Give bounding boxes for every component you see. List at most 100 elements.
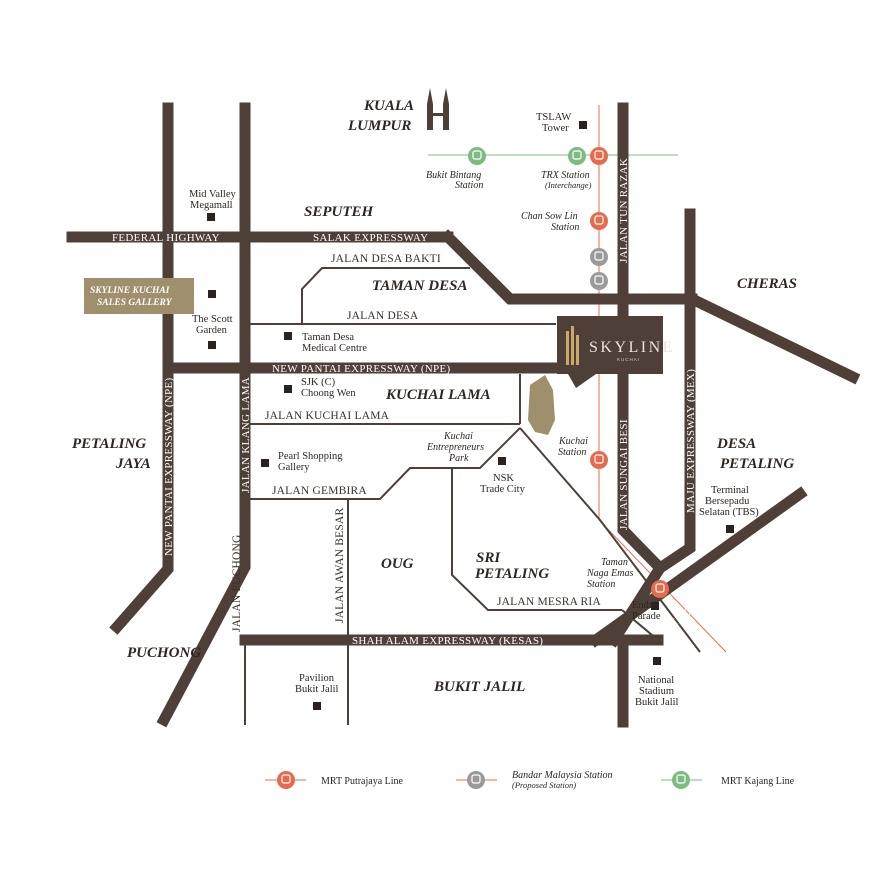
- station-trx-line1: TRX Station: [541, 170, 590, 181]
- site-parcel-icon: [528, 375, 555, 435]
- gallery-line2: SALES GALLERY: [97, 298, 173, 308]
- train-icon: [672, 771, 690, 789]
- square-marker-icon: [653, 657, 661, 665]
- label-jalan-desa: JALAN DESA: [347, 310, 419, 322]
- area-kuchai-lama: KUCHAI LAMA: [385, 387, 491, 403]
- area-bukit-jalil: BUKIT JALIL: [433, 679, 525, 695]
- gallery-line1: SKYLINE KUCHAI: [90, 286, 170, 296]
- square-marker-icon: [208, 341, 216, 349]
- legend-bandar-line2: (Proposed Station): [512, 780, 576, 790]
- area-sri-petaling: PETALING: [475, 566, 549, 582]
- poi-tbs-line1: Terminal: [711, 485, 749, 496]
- poi-pavilion-line2: Bukit Jalil: [295, 684, 339, 695]
- train-icon: [590, 272, 608, 290]
- road-npe-vertical: [109, 102, 174, 635]
- train-icon: [590, 212, 608, 230]
- station-chansowlin-line1: Chan Sow Lin: [521, 211, 578, 222]
- poi-pearl-line1: Pearl Shopping: [278, 451, 343, 462]
- label-npe-vertical: NEW PANTAI EXPRESSWAY (NPE): [163, 378, 175, 556]
- road-desa-bakti: [301, 267, 470, 324]
- road-cheras-diagonal: [684, 291, 861, 385]
- poi-kep-line1: Kuchai: [443, 431, 473, 442]
- logo-sub: KUCHAI: [617, 357, 640, 362]
- legend: MRT Putrajaya Line Bandar Malaysia Stati…: [265, 770, 795, 790]
- road-east-link: [519, 427, 701, 653]
- square-marker-icon: [651, 602, 659, 610]
- poi-endah-line1: Endah: [632, 600, 660, 611]
- label-federal-highway: FEDERAL HIGHWAY: [112, 232, 220, 244]
- label-jalan-gembira: JALAN GEMBIRA: [272, 485, 367, 497]
- poi-stadium-line2: Stadium: [639, 686, 674, 697]
- station-naga-line1: Taman: [601, 557, 628, 568]
- train-icon: [568, 147, 586, 165]
- train-icon: [277, 771, 295, 789]
- skyline-logo: SKYLINE KUCHAI: [557, 316, 675, 388]
- legend-putrajaya: MRT Putrajaya Line: [321, 776, 404, 787]
- label-kesas: SHAH ALAM EXPRESSWAY (KESAS): [352, 635, 543, 647]
- station-bintang-line1: Bukit Bintang: [426, 170, 481, 181]
- station-chansowlin-line2: Station: [551, 222, 579, 233]
- poi-pavilion-line1: Pavilion: [299, 673, 335, 684]
- poi-tdmc-line2: Medical Centre: [302, 343, 367, 354]
- road-salak-cheras: [440, 229, 698, 305]
- legend-bandar-line1: Bandar Malaysia Station: [512, 770, 613, 781]
- area-seputeh: SEPUTEH: [304, 204, 375, 220]
- poi-pearl-line2: Gallery: [278, 462, 310, 473]
- poi-stadium-line3: Bukit Jalil: [635, 697, 679, 708]
- area-sri: SRI: [476, 550, 501, 566]
- poi-kep-line2: Entrepreneurs: [426, 442, 484, 453]
- label-npe: NEW PANTAI EXPRESSWAY (NPE): [272, 363, 450, 375]
- train-icon: [590, 248, 608, 266]
- train-icon: [590, 451, 608, 469]
- label-jalan-mesra-ria: JALAN MESRA RIA: [497, 596, 601, 608]
- area-petaling: PETALING: [72, 436, 146, 452]
- label-klang-lama: JALAN KLANG LAMA: [240, 377, 252, 493]
- road-mex-to-kesas-link: [621, 609, 659, 641]
- poi-stadium-line1: National: [638, 675, 674, 686]
- poi-endah-line2: Parade: [632, 611, 661, 622]
- area-lumpur: LUMPUR: [347, 118, 411, 134]
- poi-markers: [207, 121, 734, 710]
- poi-tbs-line2: Bersepadu: [705, 496, 750, 507]
- label-salak-expressway: SALAK EXPRESSWAY: [313, 232, 428, 244]
- label-jalan-awan-besar: JALAN AWAN BESAR: [334, 508, 346, 623]
- station-bintang-line2: Station: [455, 180, 483, 191]
- poi-sjk-line1: SJK (C): [301, 377, 336, 388]
- station-kuchai-line1: Kuchai: [558, 436, 588, 447]
- petronas-towers-icon: [427, 88, 449, 130]
- station-kuchai-line2: Station: [558, 447, 586, 458]
- road-network: [66, 102, 861, 728]
- poi-scott-line1: The Scott: [192, 314, 233, 325]
- area-oug: OUG: [381, 556, 414, 572]
- square-marker-icon: [261, 459, 269, 467]
- train-icon: [590, 147, 608, 165]
- label-sungai-besi: JALAN SUNGAI BESI: [618, 419, 630, 530]
- label-jalan-desa-bakti: JALAN DESA BAKTI: [331, 253, 441, 265]
- square-marker-icon: [284, 385, 292, 393]
- poi-kep-line3: Park: [448, 453, 469, 464]
- secondary-roads: [244, 267, 701, 725]
- poi-midvalley-line1: Mid Valley: [189, 189, 237, 200]
- legend-kajang: MRT Kajang Line: [721, 776, 795, 787]
- area-puchong: PUCHONG: [127, 645, 201, 661]
- area-desa: DESA: [716, 436, 756, 452]
- sales-gallery-box: SKYLINE KUCHAI SALES GALLERY: [84, 278, 194, 314]
- poi-nsk-line1: NSK: [493, 473, 514, 484]
- train-icon: [468, 147, 486, 165]
- poi-midvalley-line2: Megamall: [190, 200, 233, 211]
- station-trx-line2: (Interchange): [545, 180, 592, 190]
- poi-tslaw-line1: TSLAW: [536, 112, 571, 123]
- square-marker-icon: [208, 290, 216, 298]
- area-kuala: KUALA: [363, 98, 414, 114]
- poi-sjk-line2: Choong Wen: [301, 388, 356, 399]
- logo-name: SKYLINE: [589, 339, 675, 356]
- square-marker-icon: [579, 121, 587, 129]
- square-marker-icon: [498, 457, 506, 465]
- skyline-building-icon: [566, 326, 579, 365]
- label-jalan-kuchai-lama: JALAN KUCHAI LAMA: [265, 410, 390, 422]
- label-tun-razak: JALAN TUN RAZAK: [618, 158, 630, 263]
- road-mesra-ria: [451, 468, 622, 611]
- poi-nsk-line2: Trade City: [480, 484, 526, 495]
- train-icon: [467, 771, 485, 789]
